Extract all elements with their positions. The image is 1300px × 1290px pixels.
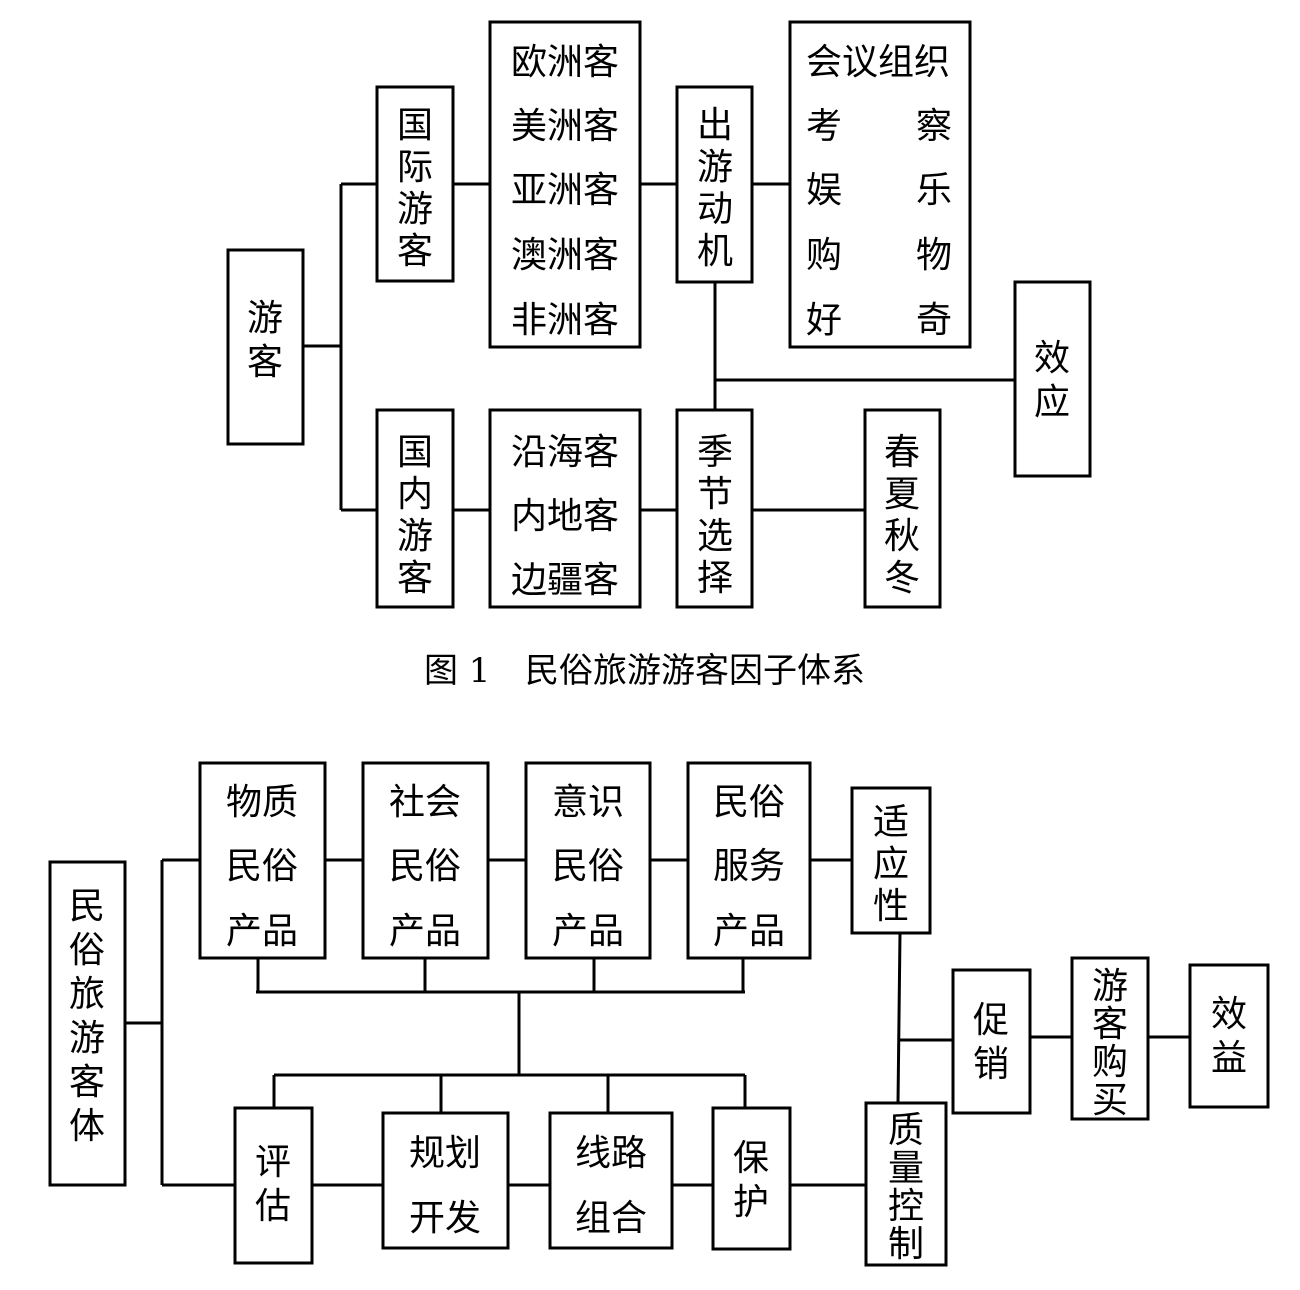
figure-2: 民俗旅游客体 物质 民俗 产品 社会 民俗 产品 意识 民俗 产品 民俗 服务 … [48, 761, 1270, 1267]
product-line: 民俗 [226, 846, 298, 887]
node-benefit-label: 效益 [1211, 994, 1247, 1079]
node-planning: 规划 开发 [381, 1111, 510, 1250]
node-folk-tourism-object-label: 民俗旅游客体 [69, 886, 105, 1147]
product-line: 民俗 [713, 782, 785, 823]
node-seasons-label: 春夏秋冬 [884, 432, 920, 599]
node-seasons: 春夏秋冬 [863, 408, 942, 609]
node-effect: 效应 [1013, 280, 1092, 478]
product-line: 产品 [552, 911, 624, 952]
node-tourist-purchase-label: 游客购买 [1092, 966, 1128, 1121]
motive-item: 购 [806, 235, 842, 276]
product-line: 服务 [713, 846, 785, 887]
node-adaptability-label: 适应性 [873, 802, 909, 927]
node-protect-label: 保护 [733, 1138, 769, 1223]
region-item: 欧洲客 [511, 42, 619, 83]
product-line: 产品 [713, 911, 785, 952]
product-line: 产品 [389, 911, 461, 952]
node-tourist: 游客 [226, 248, 305, 446]
region-item: 美洲客 [511, 106, 619, 147]
node-quality-control: 质量控制 [864, 1101, 948, 1267]
node-product-consciousness: 意识 民俗 产品 [524, 761, 652, 960]
node-domestic-regions: 沿海客 内地客 边疆客 [488, 408, 642, 609]
motive-item: 物 [916, 235, 952, 276]
node-product-service: 民俗 服务 产品 [686, 761, 812, 960]
node-international-tourist: 国际游客 [375, 85, 455, 283]
region-item: 澳洲客 [511, 235, 619, 276]
motive-item: 察 [916, 106, 952, 147]
planning-line: 规划 [409, 1133, 481, 1174]
node-domestic-tourist: 国内游客 [375, 408, 455, 609]
motive-item: 娱 [806, 170, 842, 211]
node-domestic-tourist-label: 国内游客 [397, 432, 433, 599]
motive-item: 乐 [916, 170, 952, 211]
node-quality-control-label: 质量控制 [888, 1110, 924, 1265]
figure-1: 游客 国际游客 国内游客 欧洲客 美洲客 亚洲客 澳洲客 非洲客 沿海客 内地客… [226, 20, 1092, 691]
product-line: 社会 [389, 782, 461, 823]
motive-item: 奇 [916, 300, 952, 341]
node-promotion-label: 促销 [973, 1000, 1009, 1085]
region-item: 亚洲客 [511, 170, 619, 211]
motive-item: 好 [806, 300, 842, 341]
product-line: 意识 [552, 782, 624, 823]
figure-2-connectors [125, 858, 1190, 1187]
route-line: 组合 [575, 1198, 647, 1239]
region-item: 边疆客 [511, 560, 619, 601]
node-effect-label: 效应 [1034, 338, 1070, 423]
node-protect: 保护 [711, 1106, 792, 1251]
node-season-choice: 季节选择 [675, 408, 754, 609]
node-international-tourist-label: 国际游客 [397, 105, 433, 272]
product-line: 民俗 [389, 846, 461, 887]
product-line: 物质 [226, 782, 298, 823]
node-travel-motivation-label: 出游动机 [697, 105, 733, 272]
figure-1-connectors [303, 182, 1015, 512]
product-line: 产品 [226, 911, 298, 952]
node-product-social: 社会 民俗 产品 [361, 761, 490, 960]
node-evaluate: 评估 [233, 1106, 314, 1265]
node-product-material: 物质 民俗 产品 [198, 761, 327, 960]
node-season-choice-label: 季节选择 [697, 432, 733, 599]
node-benefit: 效益 [1188, 963, 1270, 1109]
planning-line: 开发 [409, 1198, 481, 1239]
region-item: 内地客 [511, 496, 619, 537]
node-tourist-label: 游客 [247, 298, 283, 383]
node-travel-motivation: 出游动机 [675, 85, 754, 284]
node-folk-tourism-object: 民俗旅游客体 [48, 860, 127, 1187]
node-international-regions: 欧洲客 美洲客 亚洲客 澳洲客 非洲客 [488, 20, 642, 349]
product-line: 民俗 [552, 846, 624, 887]
region-item: 非洲客 [511, 300, 619, 341]
node-adaptability: 适应性 [850, 786, 932, 935]
motive-item: 考 [806, 106, 842, 147]
route-line: 线路 [575, 1133, 647, 1174]
node-tourist-purchase: 游客购买 [1070, 956, 1150, 1121]
figure-1-caption-number: 图 1 [424, 651, 490, 691]
figure-1-caption-title: 民俗旅游游客因子体系 [525, 651, 865, 691]
node-promotion: 促销 [951, 968, 1032, 1115]
node-route: 线路 组合 [548, 1111, 674, 1250]
node-motives: 会议组织 考 察 娱 乐 购 物 好 奇 [788, 20, 972, 349]
node-evaluate-label: 评估 [255, 1142, 291, 1227]
motive-item: 会议组织 [806, 42, 950, 83]
region-item: 沿海客 [511, 432, 619, 473]
